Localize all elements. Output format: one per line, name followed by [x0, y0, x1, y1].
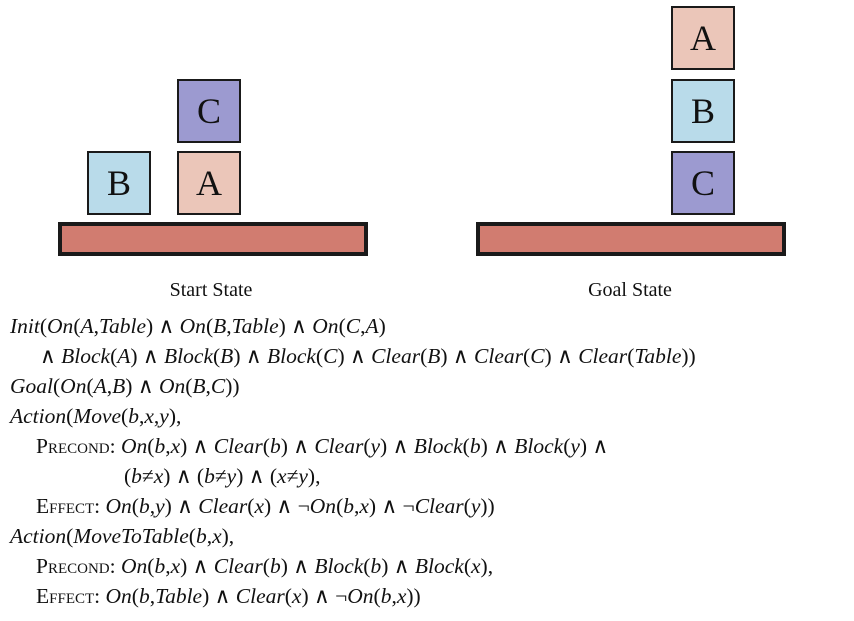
goal-state-caption: Goal State: [588, 279, 672, 301]
start-block-b: B: [87, 151, 151, 215]
formula-movetotable-precond: Precond: On(b,x) ∧ Clear(b) ∧ Block(b) ∧…: [36, 554, 494, 578]
formula-movetotable-effect: Effect: On(b,Table) ∧ Clear(x) ∧ ¬On(b,x…: [36, 584, 421, 608]
formula-action-move: Action(Move(b,x,y),: [10, 404, 182, 428]
start-block-c: C: [177, 79, 241, 143]
formula-move-precond: Precond: On(b,x) ∧ Clear(b) ∧ Clear(y) ∧…: [36, 434, 609, 458]
goal-block-b: B: [671, 79, 735, 143]
start-table: [58, 222, 368, 256]
formula-move-precond-cont: (b≠x) ∧ (b≠y) ∧ (x≠y),: [124, 464, 321, 488]
formula-init-cont: ∧ Block(A) ∧ Block(B) ∧ Block(C) ∧ Clear…: [40, 344, 696, 368]
start-state-caption: Start State: [169, 279, 253, 301]
goal-block-a: A: [671, 6, 735, 70]
formula-goal: Goal(On(A,B) ∧ On(B,C)): [10, 374, 240, 398]
start-block-a: A: [177, 151, 241, 215]
formula-action-movetotable: Action(MoveToTable(b,x),: [10, 524, 235, 548]
formula-move-effect: Effect: On(b,y) ∧ Clear(x) ∧ ¬On(b,x) ∧ …: [36, 494, 495, 518]
goal-table: [476, 222, 786, 256]
goal-block-c: C: [671, 151, 735, 215]
formula-init: Init(On(A,Table) ∧ On(B,Table) ∧ On(C,A): [10, 314, 386, 338]
